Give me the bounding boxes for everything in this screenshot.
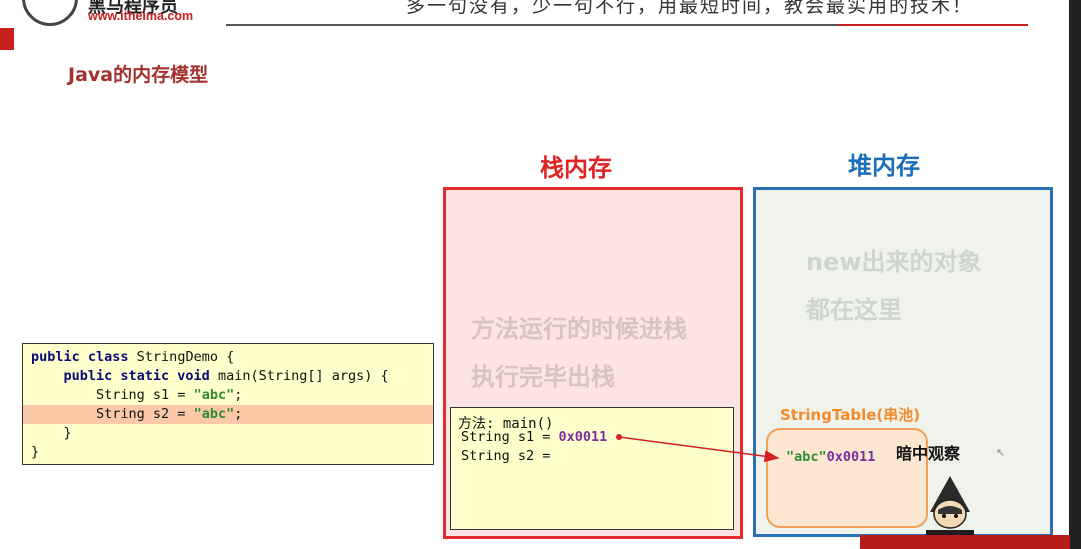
- code-string: "abc": [193, 406, 235, 422]
- code-indent: [31, 368, 64, 384]
- header-accent-divider: [838, 24, 1028, 26]
- logo-url: www.itheima.com: [88, 9, 194, 23]
- code-string: "abc": [193, 387, 235, 403]
- logo-text: 黑马程序员: [88, 0, 178, 17]
- stack-desc-line-2: 执行完毕出栈: [471, 363, 615, 391]
- frame-var-s1-address: 0x0011: [558, 429, 608, 445]
- frame-var-s1: String s1 = 0x0011: [461, 429, 607, 445]
- code-text: main(String[] args) {: [209, 368, 389, 384]
- observe-label: 暗中观察: [896, 444, 961, 463]
- stack-desc-line-1: 方法运行的时候进栈: [471, 315, 687, 343]
- heap-title: 堆内存: [848, 152, 920, 180]
- string-table-entry: "abc"0x0011: [786, 449, 875, 465]
- code-keyword: public static void: [63, 368, 210, 384]
- string-table-pool: [766, 428, 928, 528]
- frame-var-s1-decl: String s1 =: [461, 429, 559, 445]
- mouse-cursor-icon: ↖: [996, 446, 1006, 459]
- page-title: Java的内存模型: [68, 64, 209, 86]
- overlay-strip: [860, 535, 1070, 549]
- stack-title: 栈内存: [540, 154, 612, 182]
- frame-var-s2: String s2 =: [461, 448, 551, 464]
- code-line-2: public static void main(String[] args) {: [23, 367, 433, 386]
- window-edge-strip: [1069, 0, 1081, 549]
- code-keyword: public class: [31, 349, 129, 365]
- header-divider: [226, 24, 1026, 26]
- code-line-4-highlighted: String s2 = "abc";: [23, 405, 433, 424]
- method-frame: [450, 407, 734, 530]
- code-indent: [31, 406, 96, 422]
- string-entry-value: "abc": [786, 449, 827, 465]
- code-box: public class StringDemo { public static …: [22, 343, 434, 465]
- slogan: 多一句没有，少一句不行，用最短时间，教会最实用的技术！: [406, 0, 974, 17]
- code-line-6: }: [31, 444, 40, 460]
- string-table-label: StringTable(串池): [780, 406, 921, 424]
- observer-figure-icon: [926, 476, 974, 536]
- code-text: String s2 =: [96, 406, 194, 422]
- left-accent-tab: [0, 28, 14, 50]
- logo-icon: [22, 0, 78, 26]
- method-frame-title: 方法: main(): [458, 416, 554, 432]
- code-text: ;: [234, 406, 243, 422]
- code-text: StringDemo {: [128, 349, 235, 365]
- code-indent: [31, 387, 96, 403]
- code-line-1: public class StringDemo {: [23, 348, 433, 367]
- heap-desc-line-2: 都在这里: [806, 296, 902, 324]
- stack-description: 方法运行的时候进栈 执行完毕出栈: [471, 305, 687, 401]
- code-line-5: }: [31, 425, 72, 441]
- heap-desc-line-1: new出来的对象: [806, 248, 982, 276]
- code-text: ;: [234, 387, 243, 403]
- code-line-3: String s1 = "abc";: [23, 386, 433, 405]
- code-text: String s1 =: [96, 387, 194, 403]
- heap-description: new出来的对象 都在这里: [806, 238, 982, 334]
- string-entry-address: 0x0011: [826, 449, 876, 465]
